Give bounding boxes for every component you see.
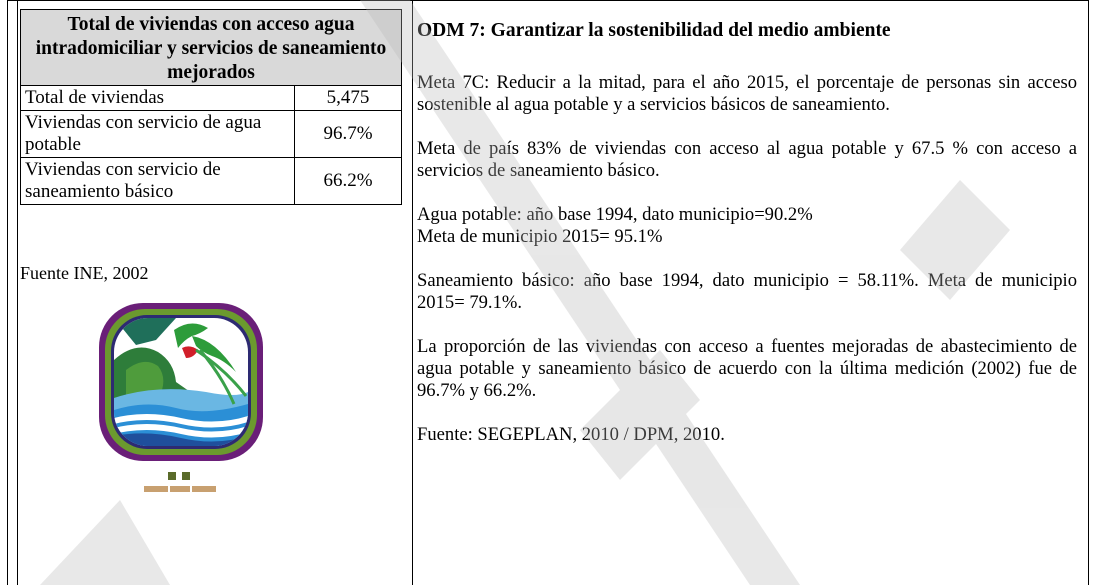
table-source: Fuente INE, 2002 [20,263,149,283]
goal-title: ODM 7: Garantizar la sostenibilidad del … [417,20,891,41]
country-target: Meta de país 83% de viviendas con acceso… [417,138,1077,181]
goal-target: Meta 7C: Reducir a la mitad, para el año… [417,72,1077,115]
water-target: Meta de municipio 2015= 95.1% [417,226,663,247]
municipal-emblem-icon [99,303,263,492]
housing-stats-table: Total de viviendas con acceso agua intra… [20,9,402,205]
row-label: Viviendas con servicio de saneamiento bá… [20,157,295,205]
row-label: Total de viviendas [20,85,295,111]
sanitation-data: Saneamiento básico: año base 1994, dato … [417,270,1077,313]
table-header-row: Total de viviendas con acceso agua intra… [20,9,402,86]
column-divider [412,1,413,585]
document-frame [7,0,1089,585]
left-gutter [8,1,18,585]
proportion-summary: La proporción de las viviendas con acces… [417,336,1077,401]
row-value: 96.7% [294,110,402,158]
table-row: Total de viviendas 5,475 [20,85,402,111]
odm-goal-section: ODM 7: Garantizar la sostenibilidad del … [417,20,1077,468]
water-baseline: Agua potable: año base 1994, dato munici… [417,204,813,225]
table-row: Viviendas con servicio de saneamiento bá… [20,157,402,205]
row-label: Viviendas con servicio de agua potable [20,110,295,158]
row-value: 66.2% [294,157,402,205]
row-value: 5,475 [294,85,402,111]
section-source: Fuente: SEGEPLAN, 2010 / DPM, 2010. [417,424,725,445]
water-data: Agua potable: año base 1994, dato munici… [417,204,1077,248]
table-header: Total de viviendas con acceso agua intra… [20,9,402,86]
table-row: Viviendas con servicio de agua potable 9… [20,110,402,158]
